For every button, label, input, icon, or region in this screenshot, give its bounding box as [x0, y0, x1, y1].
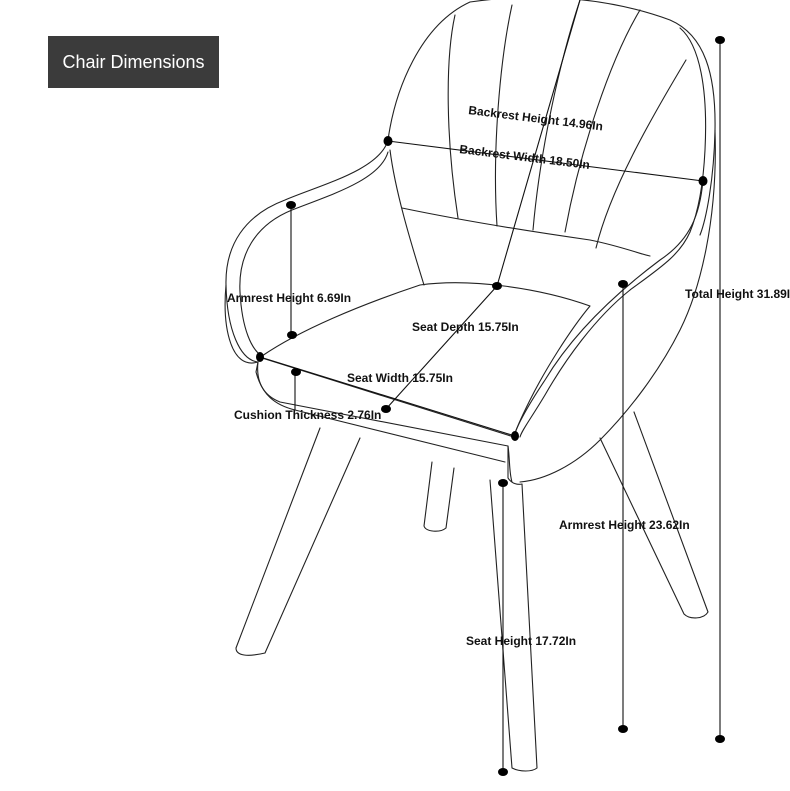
- seat-cushion: [261, 282, 591, 438]
- leg-front-left: [235, 427, 361, 656]
- leg-back-right: [599, 411, 709, 619]
- label-seat-depth: Seat Depth 15.75In: [412, 320, 519, 334]
- dimension-dots: [256, 36, 725, 776]
- right-armrest-outer: [519, 129, 716, 483]
- backrest-pleat: [595, 59, 687, 249]
- dimension-dot: [715, 735, 725, 743]
- dimension-dot: [498, 768, 508, 776]
- seat-front-edge: [257, 361, 513, 483]
- dimension-dot: [381, 405, 391, 413]
- label-total-height: Total Height 31.89In: [685, 287, 790, 301]
- backrest-pleat: [494, 4, 513, 227]
- backrest-pleat: [447, 14, 459, 219]
- dimension-dot: [511, 431, 519, 441]
- right-armrest-inner: [519, 231, 691, 438]
- right-armrest: [513, 179, 704, 438]
- left-armrest-inner: [239, 151, 389, 357]
- dimension-dot: [698, 176, 708, 186]
- label-backrest-width: Backrest Width 18.50In: [459, 142, 591, 172]
- seat-base: [507, 445, 523, 485]
- label-seat-width: Seat Width 15.75In: [347, 371, 453, 385]
- dimension-dot: [618, 280, 628, 288]
- chair-outline: [224, 0, 716, 772]
- dimension-dot: [383, 136, 393, 146]
- dimension-dot: [715, 36, 725, 44]
- dimension-dot: [256, 352, 264, 362]
- label-seat-height: Seat Height 17.72In: [466, 634, 576, 648]
- backrest-width-line: [387, 140, 704, 182]
- leg-front-right: [489, 479, 538, 772]
- backrest-seam: [401, 207, 651, 257]
- label-armrest-height-floor: Armrest Height 23.62In: [559, 518, 690, 532]
- page-title: Chair Dimensions: [62, 51, 205, 72]
- label-cushion-thickness: Cushion Thickness 2.76In: [234, 408, 381, 422]
- backrest-height-line: [496, 0, 581, 287]
- seat-depth-line: [385, 285, 498, 410]
- dimension-lines: [259, 0, 721, 771]
- seat-back-seam: [389, 149, 425, 286]
- dimension-dot: [492, 282, 502, 290]
- left-armrest: [225, 139, 389, 363]
- dimension-dot: [287, 331, 297, 339]
- title-banner: Chair Dimensions: [48, 36, 219, 88]
- seat-width-line: [259, 356, 516, 437]
- leg-back-left: [423, 461, 455, 532]
- dimension-dot: [286, 201, 296, 209]
- dimension-dot: [618, 725, 628, 733]
- backrest-pleat: [564, 9, 641, 233]
- dimension-dot: [498, 479, 508, 487]
- label-armrest-height-upper: Armrest Height 6.69In: [227, 291, 351, 305]
- backrest-shell: [387, 0, 716, 236]
- label-backrest-height: Backrest Height 14.96In: [468, 103, 604, 133]
- backrest-shell-inner: [679, 27, 707, 233]
- dimension-dot: [291, 368, 301, 376]
